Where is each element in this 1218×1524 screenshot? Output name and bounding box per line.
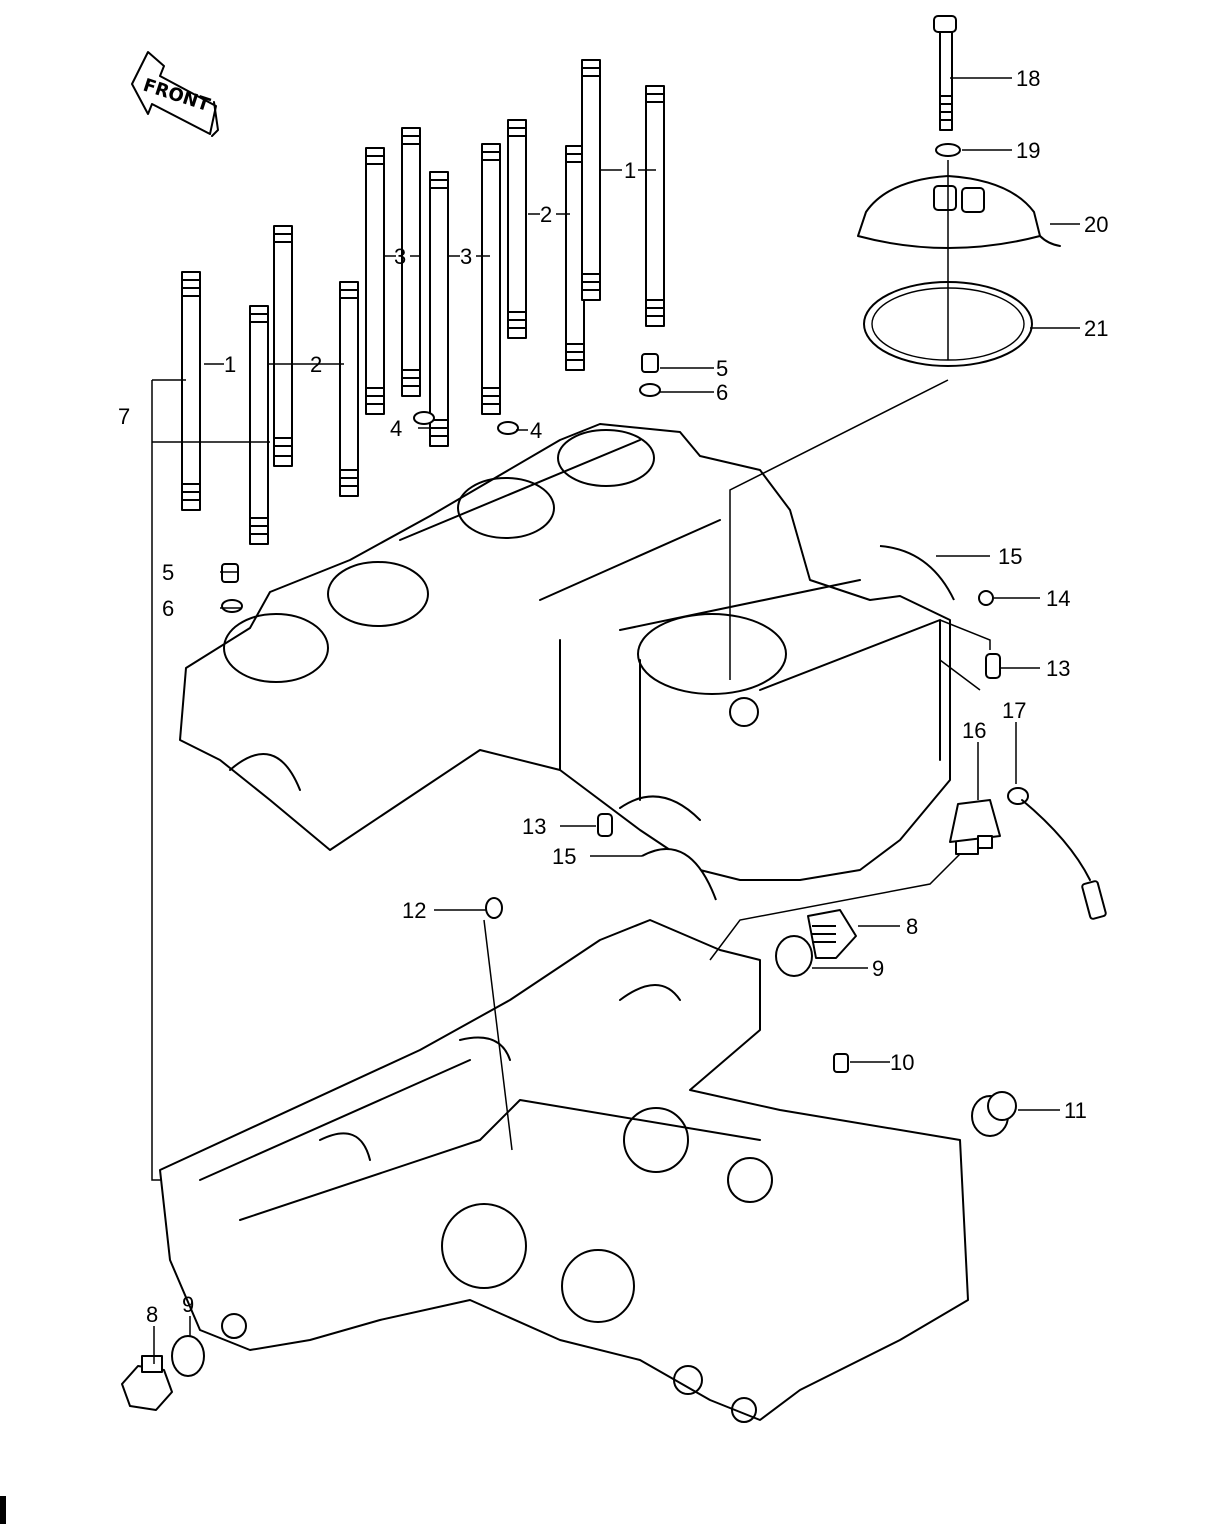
callout-18: 18 xyxy=(1016,66,1040,91)
stud-left-2 xyxy=(249,305,269,545)
callout-7: 7 xyxy=(118,404,130,429)
callout-16: 16 xyxy=(962,718,986,743)
stud-1-right-b xyxy=(645,85,665,327)
callout-4-right: 4 xyxy=(530,418,542,443)
stud-3-left-a xyxy=(365,147,385,415)
stud-3-right xyxy=(481,143,501,415)
corner-mark xyxy=(0,1496,6,1524)
stud-3-left-b xyxy=(401,127,421,397)
callout-14: 14 xyxy=(1046,586,1070,611)
plug-11 xyxy=(971,1091,1017,1137)
oil-pressure-switch-16 xyxy=(949,799,1001,855)
callout-2-right: 2 xyxy=(540,202,552,227)
callout-11: 11 xyxy=(1064,1098,1087,1123)
callout-8-right: 8 xyxy=(906,914,918,939)
callout-13-right: 13 xyxy=(1046,656,1070,681)
callout-13-left: 13 xyxy=(522,814,546,839)
callout-labels: 1 2 3 3 2 1 4 4 5 6 5 6 7 18 19 20 21 15… xyxy=(118,66,1108,1327)
front-arrow-badge: FRONT xyxy=(131,51,219,137)
callout-5-left: 5 xyxy=(162,560,174,585)
oil-filter-cover-assembly xyxy=(857,15,1061,367)
callout-9-left: 9 xyxy=(182,1292,194,1317)
callout-6-right: 6 xyxy=(716,380,728,405)
leader-lines xyxy=(151,77,1080,1364)
drain-plug-8-left xyxy=(121,1355,173,1411)
drain-plug-8-right xyxy=(807,909,857,959)
callout-12: 12 xyxy=(402,898,426,923)
callout-2-left: 2 xyxy=(310,352,322,377)
stud-2-right-a xyxy=(507,119,527,339)
callout-17: 17 xyxy=(1002,698,1026,723)
lower-crankcase xyxy=(159,919,969,1423)
upper-crankcase xyxy=(179,423,951,881)
callout-20: 20 xyxy=(1084,212,1108,237)
stud-left-4 xyxy=(339,281,359,497)
stud-1-right-a xyxy=(581,59,601,301)
callout-3-right: 3 xyxy=(460,244,472,269)
callout-10: 10 xyxy=(890,1050,914,1075)
callout-4-left: 4 xyxy=(390,416,402,441)
washers-dowels-top xyxy=(221,353,661,613)
callout-5-right: 5 xyxy=(716,356,728,381)
stud-3-left-c xyxy=(429,171,449,447)
callout-1-right: 1 xyxy=(624,158,636,183)
callout-9-right: 9 xyxy=(872,956,884,981)
callout-21: 21 xyxy=(1084,316,1108,341)
callout-19: 19 xyxy=(1016,138,1040,163)
callout-15-bottom: 15 xyxy=(552,844,576,869)
small-parts xyxy=(121,545,1107,1411)
stud-1-left xyxy=(181,271,201,511)
callout-8-left: 8 xyxy=(146,1302,158,1327)
callout-3-left: 3 xyxy=(394,244,406,269)
wire-lead-17 xyxy=(1007,787,1107,920)
callout-6-left: 6 xyxy=(162,596,174,621)
callout-15-top: 15 xyxy=(998,544,1022,569)
callout-1-left: 1 xyxy=(224,352,236,377)
stud-2-left xyxy=(273,225,293,467)
stud-bolts xyxy=(181,59,665,545)
